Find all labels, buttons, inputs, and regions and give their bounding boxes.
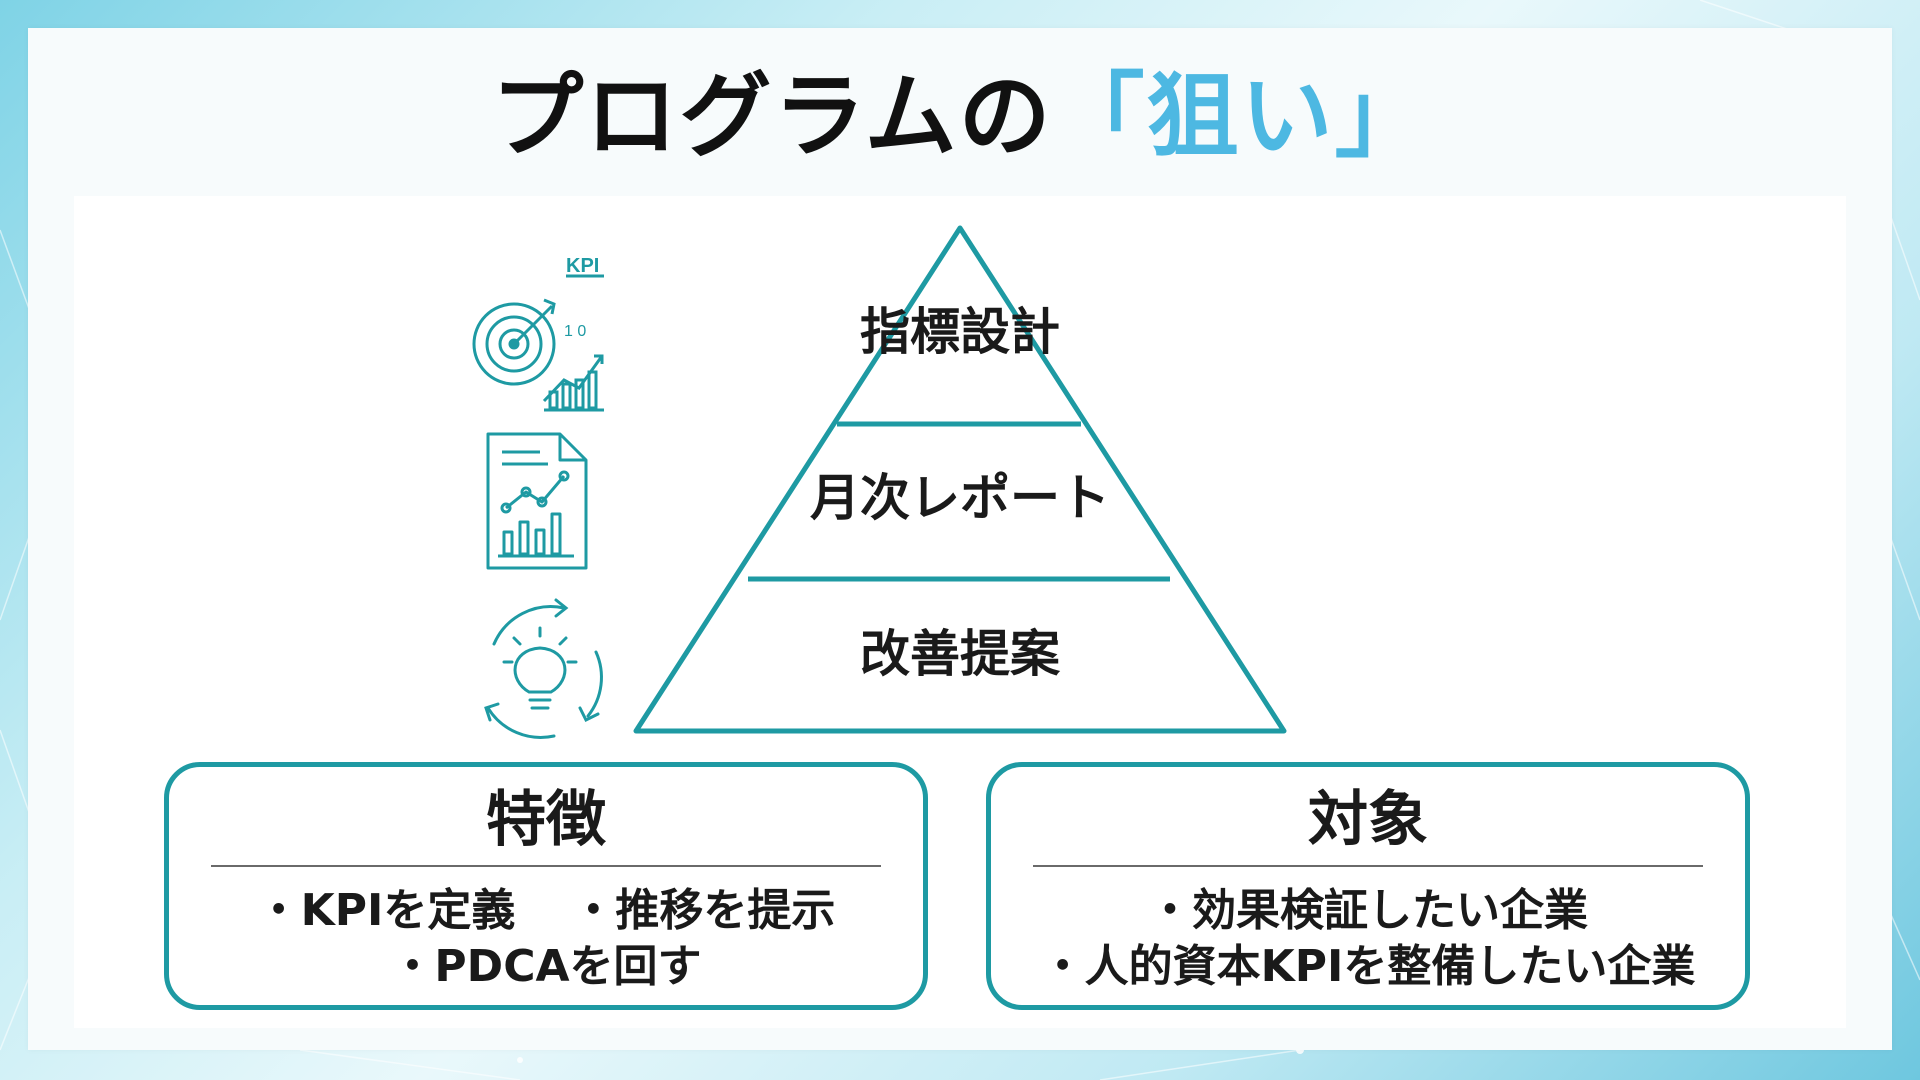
pyramid-level-2: 月次レポート (810, 469, 1110, 527)
page-title: プログラムの「狙い」 (0, 62, 1920, 172)
kpi-icon-text: KPI (566, 255, 599, 277)
pyramid-diagram: KPI 1 0 (472, 225, 1287, 739)
report-document-chart-icon (486, 432, 588, 570)
feature-item: ・推移を提示 (571, 885, 836, 936)
title-accent: 「狙い」 (1052, 63, 1429, 170)
feature-item: ・KPIを定義 (256, 885, 516, 936)
pyramid-level-1: 指標設計 (860, 303, 1060, 361)
features-title: 特徴 (486, 785, 606, 855)
target-item: ・人的資本KPIを整備したい企業 (1040, 941, 1696, 992)
pyramid-shape (633, 225, 1287, 734)
targets-box: 対象 ・効果検証したい企業 ・人的資本KPIを整備したい企業 (986, 762, 1750, 1010)
features-line-2: ・PDCAを回す (169, 939, 923, 995)
targets-divider (1033, 865, 1703, 867)
features-box: 特徴 ・KPIを定義 ・推移を提示 ・PDCAを回す (164, 762, 928, 1010)
targets-title: 対象 (1308, 785, 1428, 855)
target-item: ・効果検証したい企業 (1148, 885, 1588, 936)
svg-text:1 0: 1 0 (564, 323, 586, 340)
feature-item: ・PDCAを回す (390, 941, 702, 992)
kpi-target-chart-icon: KPI 1 0 (472, 255, 604, 412)
features-line-1: ・KPIを定義 ・推移を提示 (169, 883, 923, 939)
pyramid-level-3: 改善提案 (860, 625, 1060, 683)
content-panel: KPI 1 0 指標設計 (74, 196, 1846, 1028)
title-main: プログラムの (491, 63, 1053, 170)
lightbulb-cycle-icon (484, 598, 603, 739)
features-divider (211, 865, 881, 867)
